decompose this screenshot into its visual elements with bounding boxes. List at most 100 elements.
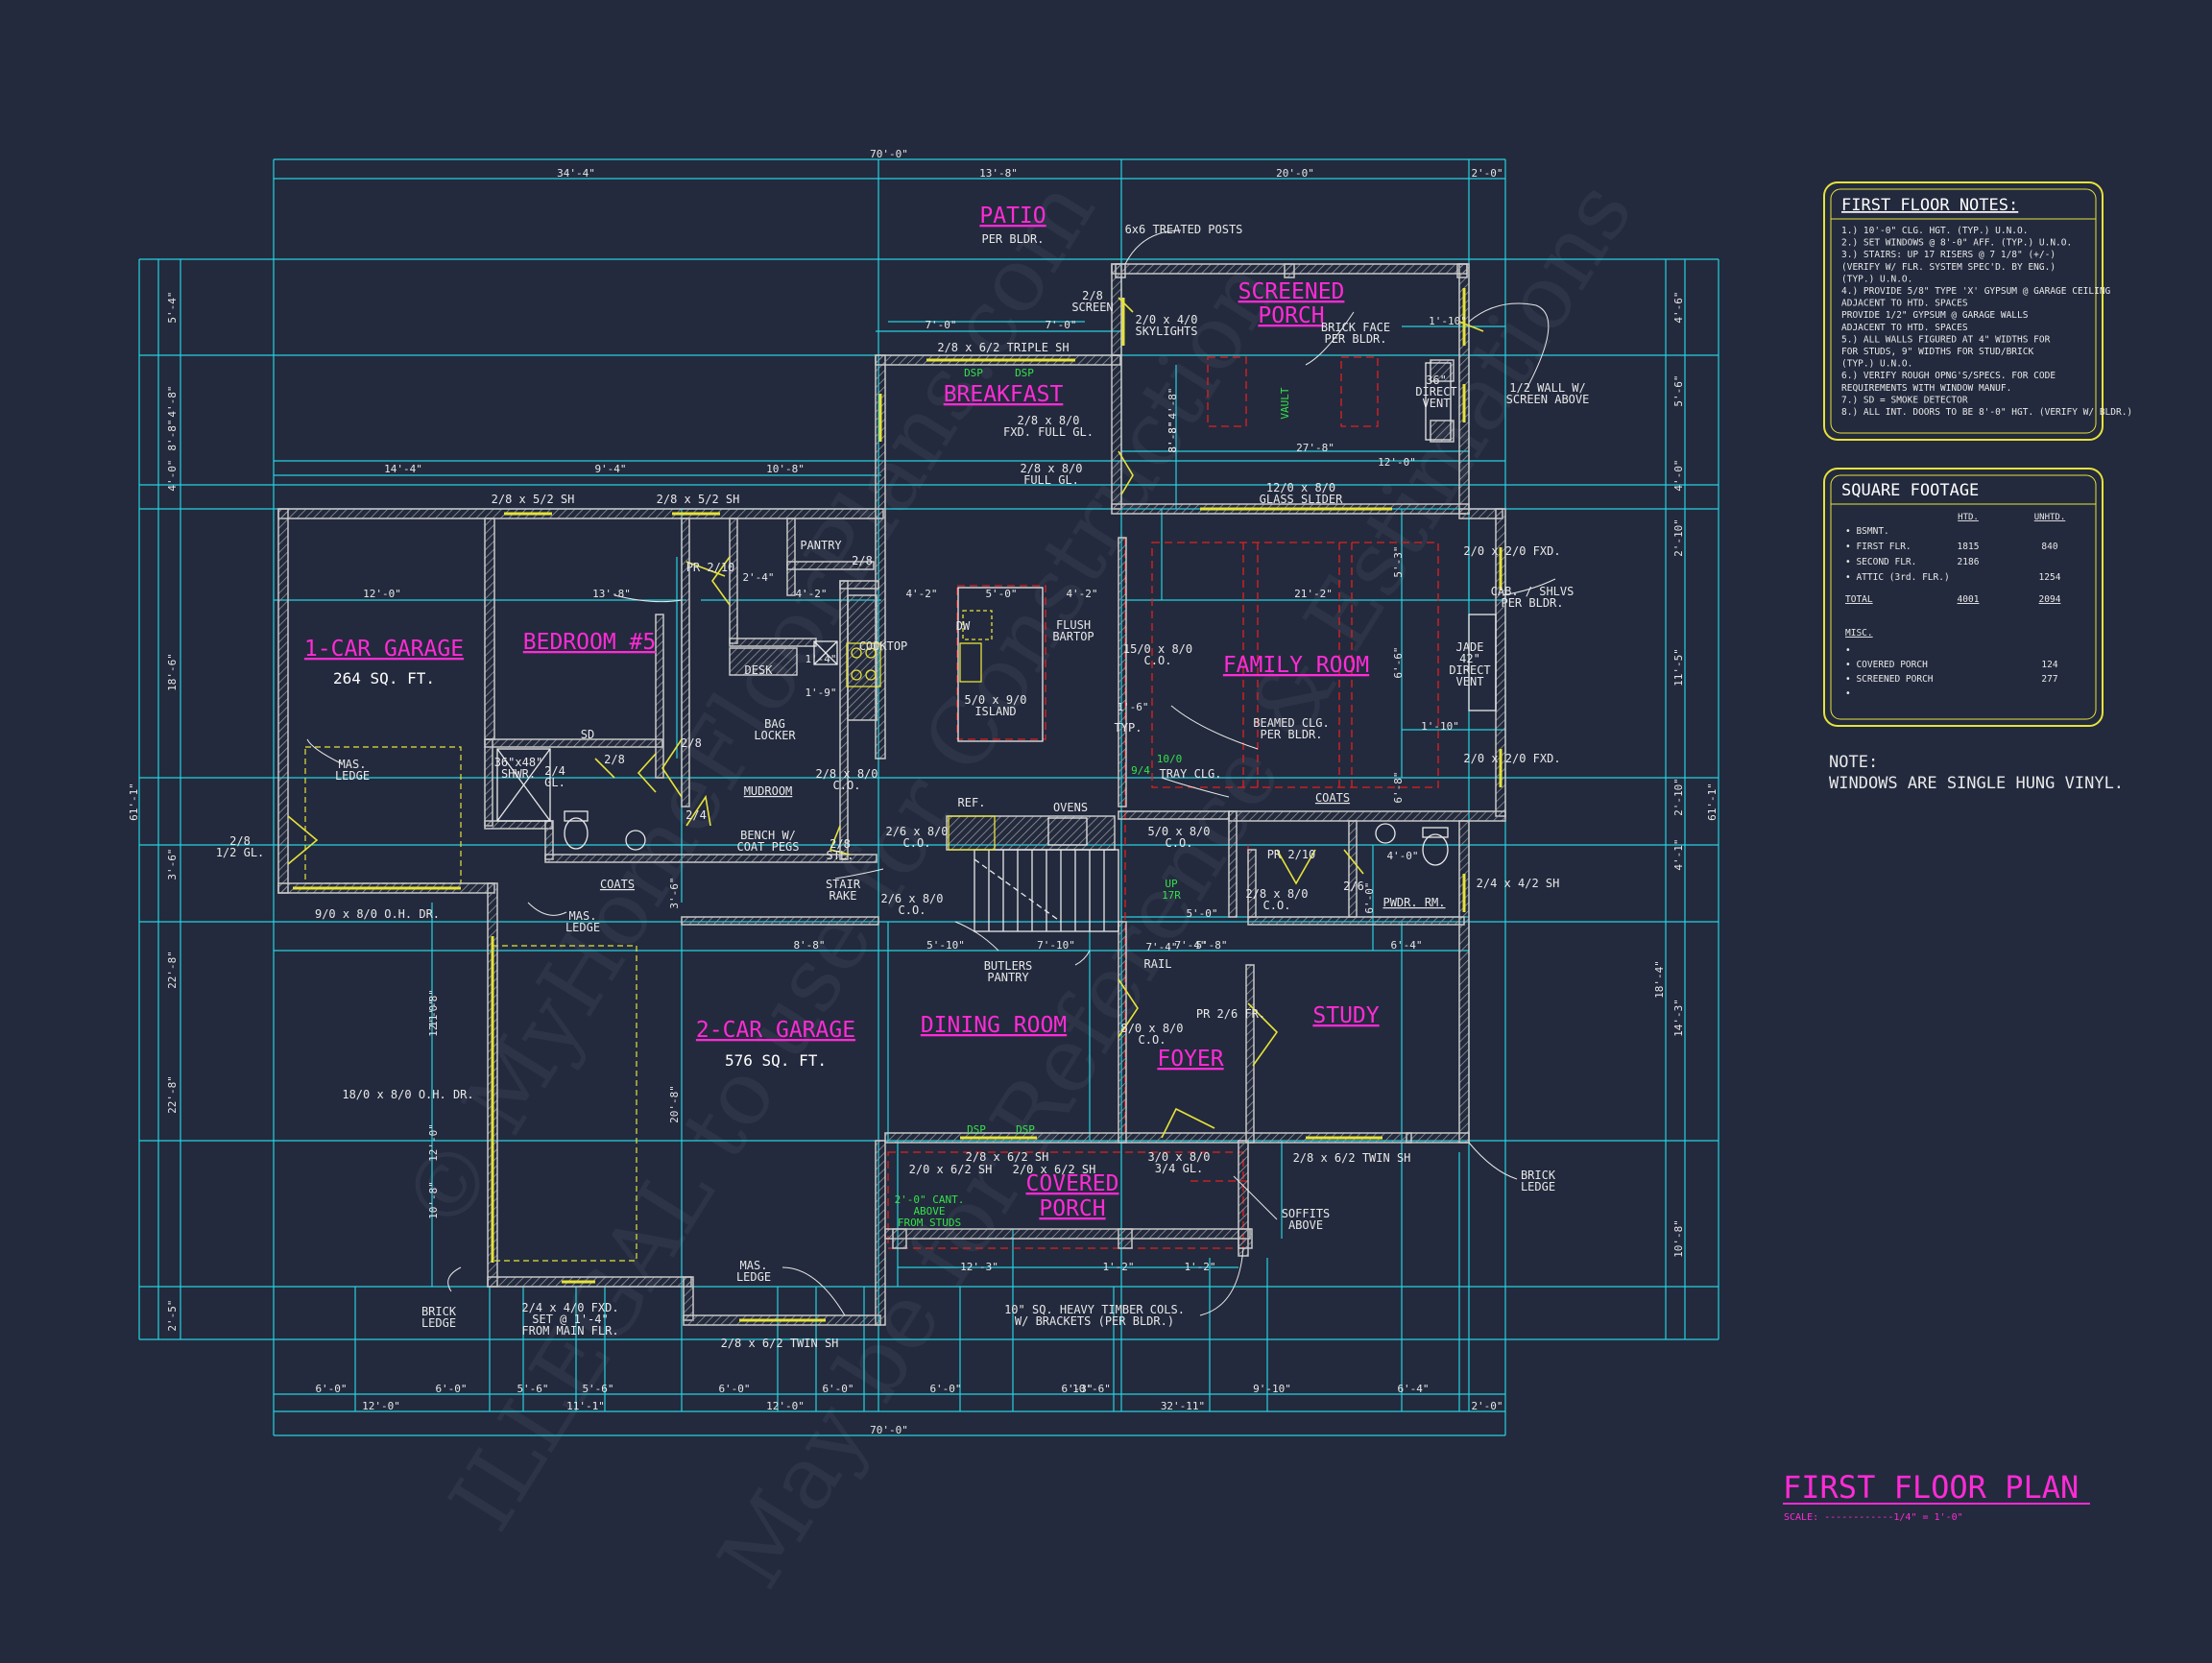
annotation-cab-shlvs-line-1: CAB. / SHLVS [1491, 585, 1575, 598]
annotation-co-1510-line-1: 15/0 x 8/0 [1123, 642, 1192, 656]
annotation-sh-28-62: 2/8 x 6/2 SH [966, 1150, 1049, 1164]
annotation-bench-line-2: COAT PEGS [736, 840, 799, 854]
dim-interior-23: 12'-0" [427, 999, 440, 1037]
annotation-pr-210-2: PR 2/10 [1267, 848, 1316, 861]
dim-bottom1-9: 9'-10" [1253, 1383, 1291, 1395]
room-screened-porch-1: SCREENED [1238, 279, 1345, 304]
annotation-vault: VAULT [1279, 387, 1291, 419]
dim-bottom1-7: 6'-3" [1061, 1383, 1093, 1395]
dim-interior-35: 6'-8" [1392, 771, 1405, 803]
sqft-total-unhtd: 2094 [2039, 594, 2061, 605]
annotation-mas-ledge-3-line-1: MAS. [740, 1259, 768, 1272]
annotation-soffits-line-2: ABOVE [1288, 1218, 1323, 1232]
note-item: (TYP.) U.N.O. [1841, 359, 1912, 370]
dim-interior-5: 4'-2" [905, 588, 937, 600]
annotation-brick-face-line-2: PER BLDR. [1324, 332, 1386, 346]
annotation-triple-sh: 2/8 x 6/2 TRIPLE SH [937, 341, 1069, 354]
annotation-direct-vent-line-3: VENT [1423, 397, 1451, 410]
annotation-tray-clg: TRAY CLG. [1159, 767, 1221, 781]
annotation-brick-ledge-2-line-2: LEDGE [421, 1316, 456, 1330]
room-pantry: PANTRY [800, 539, 842, 552]
plan-title: FIRST FLOOR PLAN [1783, 1469, 2079, 1506]
annotation-stair-rake-line-1: STAIR [826, 878, 861, 891]
annotation-shwr-line-2: SHWR. [501, 767, 536, 781]
annotation-gl-34-line-1: 3/0 x 8/0 [1147, 1150, 1210, 1164]
annotation-mas-ledge-1-line-1: MAS. [339, 758, 367, 771]
annotation-door-28-c: 2/8 [604, 753, 625, 766]
annotation-door-24: 2/4 [685, 808, 707, 822]
annotation-cooktop: COOKTOP [859, 639, 908, 653]
dim-bottom1-5: 6'-0" [822, 1383, 854, 1395]
dim-top2-0: 14'-4" [384, 463, 422, 475]
note-item: (VERIFY W/ FLR. SYSTEM SPEC'D. BY ENG.) [1841, 262, 2056, 273]
sqft-row-label: • SECOND FLR. [1845, 557, 1916, 567]
annotation-sh-20-62-2: 2/0 x 6/2 SH [1013, 1163, 1096, 1176]
dim-top-3: 2'-0" [1471, 167, 1503, 180]
annotation-oh-dr-1: 9/0 x 8/0 O.H. DR. [315, 907, 440, 921]
annotation-half-wall-line-1: 1/2 WALL W/ [1509, 381, 1585, 395]
annotation-sh-20-62-1: 2/0 x 6/2 SH [909, 1163, 993, 1176]
room-foyer: FOYER [1157, 1047, 1223, 1072]
sqft-misc-row-unhtd: 124 [2041, 660, 2057, 670]
annotation-glass-slider-line-2: GLASS SLIDER [1260, 493, 1343, 506]
annotation-skylights-line-2: SKYLIGHTS [1135, 325, 1197, 338]
sqft-row-unhtd: 1254 [2039, 572, 2061, 583]
annotation-stair-rake-line-2: RAKE [830, 889, 857, 903]
dim-interior-26: 10'-8" [427, 1181, 440, 1219]
windows [293, 288, 1503, 1322]
note-item: PROVIDE 1/2" GYPSUM @ GARAGE WALLS [1841, 310, 2029, 321]
annotation-jade-vent-line-4: VENT [1456, 675, 1484, 688]
annotation-timber-cols-line-2: W/ BRACKETS (PER BLDR.) [1015, 1314, 1174, 1328]
sqft-heading: SQUARE FOOTAGE [1841, 481, 1979, 500]
annotation-stl-line-2: STL. [827, 849, 854, 862]
annotation-jade-vent-line-3: DIRECT [1449, 663, 1490, 677]
sqft-misc-row-unhtd: 277 [2041, 674, 2057, 685]
annotation-mas-ledge-3-line-2: LEDGE [736, 1270, 771, 1284]
annotation-gl-half-line-1: 2/8 [229, 834, 251, 848]
room-dining: DINING ROOM [921, 1013, 1067, 1038]
annotation-flush-bartop-line-1: FLUSH [1056, 618, 1091, 632]
annotation-rail: RAIL [1144, 957, 1172, 971]
dim-right-2: 4'-0" [1672, 459, 1685, 491]
annotation-co-28-line-2: C.O. [833, 779, 861, 792]
annotation-screen-line-2: SCREEN [1071, 301, 1113, 314]
note-item: 1.) 10'-0" CLG. HGT. (TYP.) U.N.O. [1841, 226, 2028, 236]
annotation-fxd-2: 2/0 x 2/0 FXD. [1463, 752, 1560, 765]
dim-left-5: 3'-6" [166, 848, 179, 880]
dim-interior-16: 5'-10" [926, 939, 965, 952]
annotation-mas-ledge-2-line-2: LEDGE [565, 921, 600, 934]
annotation-co-1510-line-2: C.O. [1144, 654, 1172, 667]
annotation-co-50-line-1: 5/0 x 8/0 [1147, 825, 1210, 838]
annotation-twin-sh-1: 2/8 x 6/2 TWIN SH [1293, 1151, 1411, 1165]
dim-bottom2-0: 12'-0" [362, 1400, 400, 1412]
annotation-beamed-clg-line-1: BEAMED CLG. [1253, 716, 1329, 730]
dim-interior-0: 12'-0" [363, 588, 401, 600]
dim-bottom1-6: 6'-0" [929, 1383, 961, 1395]
annotation-typ: TYP. [1115, 721, 1142, 735]
annotation-butlers-line-1: BUTLERS [984, 959, 1033, 973]
annotation-brick-ledge-1-line-2: LEDGE [1521, 1180, 1555, 1193]
dim-interior-19: 8'-8" [793, 939, 825, 952]
annotation-brick-ledge-2-line-1: BRICK [421, 1305, 457, 1318]
dim-interior-34: 5'-3" [1392, 545, 1405, 577]
annotation-door-94: 9/4 [1131, 764, 1150, 777]
dim-top2-1: 9'-4" [594, 463, 626, 475]
dim-bottom1-1: 6'-0" [435, 1383, 467, 1395]
annotation-butlers-line-2: PANTRY [987, 971, 1029, 984]
leader-lines [306, 229, 1556, 1316]
note-item: 3.) STAIRS: UP 17 RISERS @ 7 1/8" (+/-) [1841, 250, 2056, 260]
annotation-island-line-2: ISLAND [974, 705, 1016, 718]
annotation-oh-dr-2: 18/0 x 8/0 O.H. DR. [342, 1088, 473, 1101]
side-note-heading: NOTE: [1829, 753, 1878, 772]
dim-interior-8: 21'-2" [1294, 588, 1333, 600]
dim-interior-38: 1'-9" [805, 687, 836, 699]
dim-right-9: 10'-8" [1672, 1219, 1685, 1258]
annotation-fxd-full-line-2: FXD. FULL GL. [1003, 425, 1094, 439]
annotation-co-50-line-2: C.O. [1166, 836, 1193, 850]
annotation-co-80-line-2: C.O. [1139, 1033, 1166, 1047]
annotation-up-17r-line-1: UP [1165, 878, 1178, 890]
room-family: FAMILY ROOM [1223, 653, 1369, 678]
note-item: 6.) VERIFY ROUGH OPNG'S/SPECS. FOR CODE [1841, 371, 2056, 381]
sqft-misc-row-label: • [1845, 688, 1851, 699]
